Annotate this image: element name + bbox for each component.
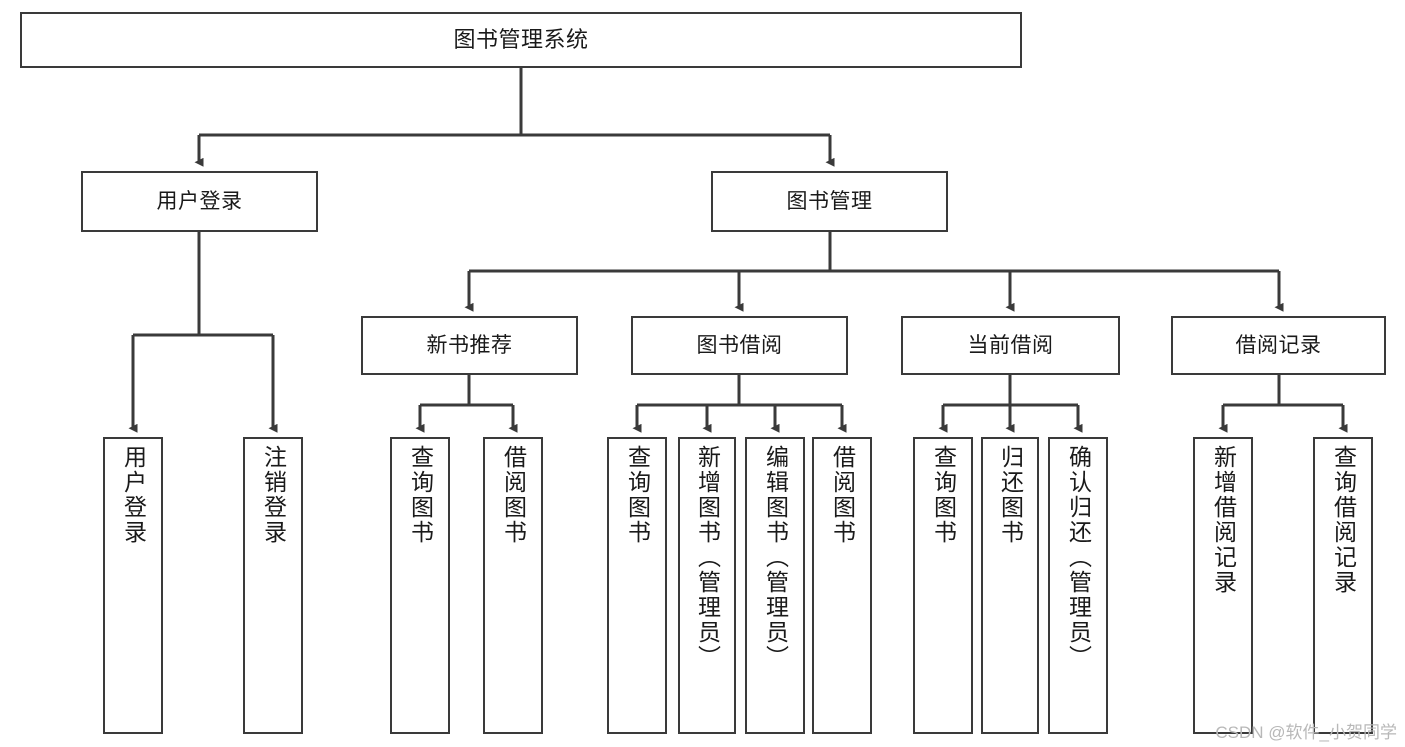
leaf-node-add-book-admin[interactable]: 新增图书（管理员） [678,437,736,734]
node-label: 新增借阅记录 [1210,445,1237,595]
node-label: 借阅图书 [500,445,527,545]
leaf-node-query-book-current[interactable]: 查询图书 [913,437,973,734]
node-label: 查询图书 [930,445,957,545]
node-label: 图书管理 [786,189,873,213]
node-label: 新书推荐 [426,333,513,357]
node-label: 用户登录 [120,445,147,545]
leaf-node-query-book-borrowing[interactable]: 查询图书 [607,437,667,734]
leaf-node-query-borrowing-record[interactable]: 查询借阅记录 [1313,437,1373,734]
node-label: 查询借阅记录 [1330,445,1357,595]
node-label: 新增图书（管理员） [694,445,721,670]
node-label: 图书管理系统 [453,26,589,52]
node-label: 当前借阅 [967,333,1054,357]
leaf-node-borrow-book-borrowing[interactable]: 借阅图书 [812,437,872,734]
leaf-node-query-book-new-book[interactable]: 查询图书 [390,437,450,734]
node-root-book-management-system[interactable]: 图书管理系统 [20,12,1022,68]
leaf-node-confirm-return-admin[interactable]: 确认归还（管理员） [1048,437,1108,734]
leaf-node-edit-book-admin[interactable]: 编辑图书（管理员） [745,437,805,734]
node-user-login[interactable]: 用户登录 [81,171,318,232]
node-borrowing-record[interactable]: 借阅记录 [1171,316,1386,375]
node-label: 借阅记录 [1235,333,1322,357]
node-label: 查询图书 [624,445,651,545]
node-label: 借阅图书 [829,445,856,545]
leaf-node-user-login[interactable]: 用户登录 [103,437,163,734]
leaf-node-logout-login[interactable]: 注销登录 [243,437,303,734]
node-new-book-recommendation[interactable]: 新书推荐 [361,316,578,375]
leaf-node-return-book[interactable]: 归还图书 [981,437,1039,734]
node-book-borrowing[interactable]: 图书借阅 [631,316,848,375]
leaf-node-borrow-book-new-book[interactable]: 借阅图书 [483,437,543,734]
node-label: 图书借阅 [696,333,783,357]
node-label: 查询图书 [407,445,434,545]
node-label: 用户登录 [156,189,243,213]
node-label: 编辑图书（管理员） [762,445,789,670]
node-label: 确认归还（管理员） [1065,445,1092,670]
node-label: 注销登录 [260,445,287,545]
node-book-management[interactable]: 图书管理 [711,171,948,232]
node-label: 归还图书 [997,445,1024,545]
node-current-borrowing[interactable]: 当前借阅 [901,316,1120,375]
leaf-node-add-borrowing-record[interactable]: 新增借阅记录 [1193,437,1253,734]
